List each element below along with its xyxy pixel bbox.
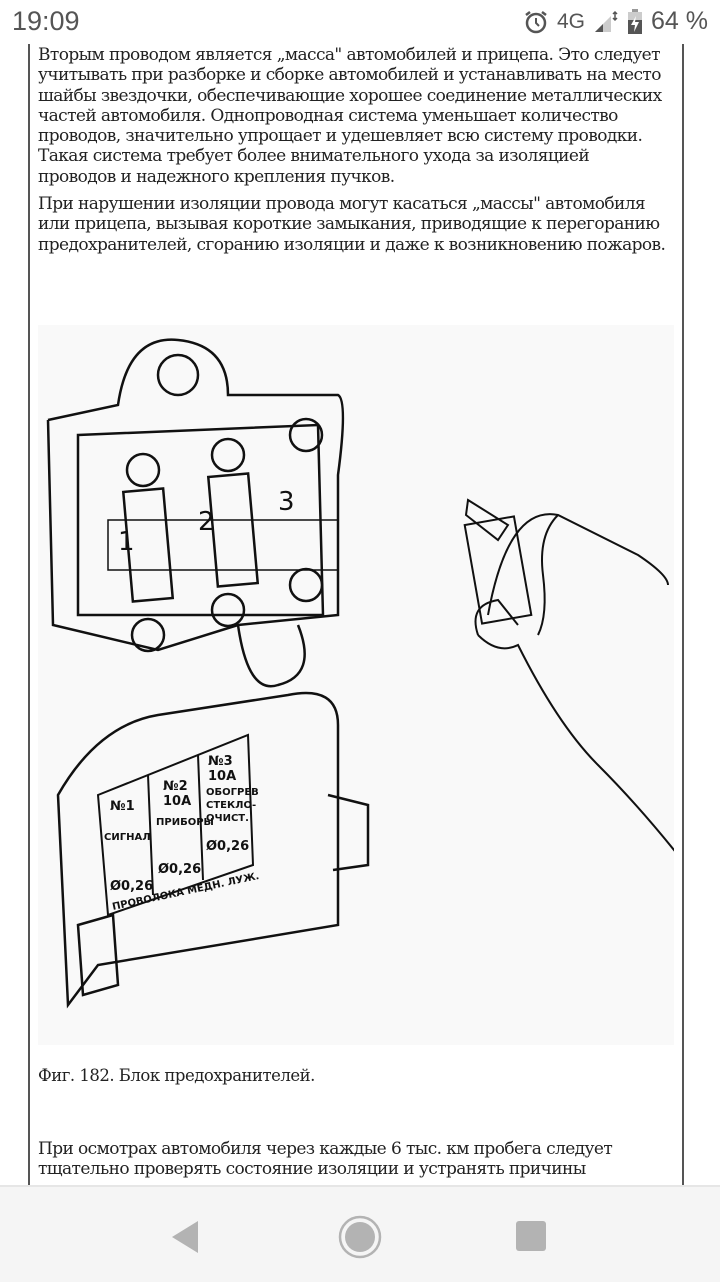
network-type: 4G [557,9,586,33]
svg-text:10А: 10А [208,769,236,784]
fuse-cover-drawing: №1 №2 10А №3 10А СИГНАЛ ПРИБОРЫ ОБОГРЕВ … [56,691,370,1009]
alarm-icon [525,10,547,33]
svg-text:ОЧИСТ.: ОЧИСТ. [206,813,249,824]
svg-text:2: 2 [198,507,215,537]
svg-text:ОБОГРЕВ: ОБОГРЕВ [206,787,259,798]
svg-text:10А: 10А [163,794,191,809]
svg-text:3: 3 [278,487,295,517]
svg-text:№1: №1 [110,799,135,814]
svg-text:Ø0,26: Ø0,26 [158,862,201,877]
svg-text:СИГНАЛ: СИГНАЛ [104,832,151,843]
status-bar: 19:09 4G 64 % [0,0,720,44]
svg-text:1: 1 [118,527,135,557]
svg-text:СТЕКЛО-: СТЕКЛО- [206,800,256,811]
clock: 19:09 [12,6,80,36]
svg-text:ПРИБОРЫ: ПРИБОРЫ [156,817,214,828]
recents-icon[interactable] [510,1215,554,1259]
paragraph: При нарушении изоляции провода могут кас… [38,194,666,255]
svg-text:Ø0,26: Ø0,26 [110,879,153,894]
paragraph: Вторым проводом является „масса" автомоб… [38,45,662,187]
fuse-block-figure: 1 2 3 №1 №2 10А №3 10А СИГНАЛ ПРИБОРЫ [38,325,679,1045]
fuse-block-drawing: 1 2 3 [46,338,345,688]
article-page[interactable]: Вторым проводом является „масса" автомоб… [28,0,684,1185]
paragraph: При осмотрах автомобиля через каждые 6 т… [38,1139,613,1180]
svg-text:Ø0,26: Ø0,26 [206,839,249,854]
figure-caption: Фиг. 182. Блок предохранителей. [38,1066,315,1085]
back-icon[interactable] [166,1215,210,1259]
battery-charging-icon [628,8,643,34]
signal-icon [595,10,618,32]
hand-with-fuse-drawing [463,498,679,856]
battery-level: 64 % [651,7,708,35]
svg-text:№2: №2 [163,779,188,794]
home-icon[interactable] [338,1215,382,1259]
svg-text:№3: №3 [208,754,233,769]
navigation-bar [0,1185,720,1282]
